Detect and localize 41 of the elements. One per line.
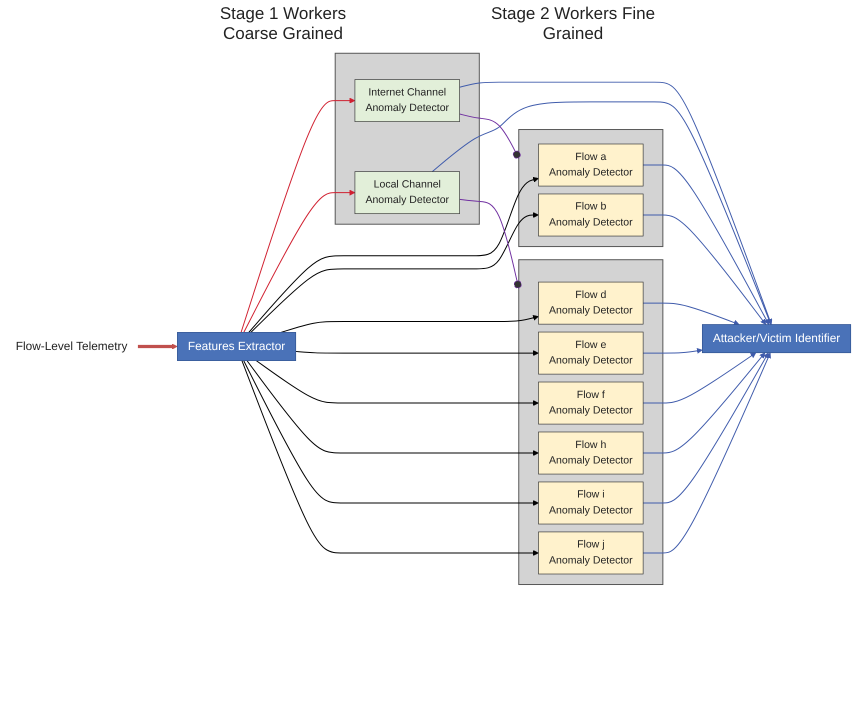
column-heading: Stage 1 Workers Coarse Grained: [218, 4, 348, 44]
arrow: [241, 360, 539, 556]
arrow: [642, 348, 703, 354]
arrow: [642, 352, 769, 504]
arrow: [642, 352, 771, 554]
arrow: [642, 302, 740, 326]
arrow: [642, 352, 766, 454]
column-heading: Stage 2 Workers Fine Grained: [490, 4, 656, 44]
arrow: [642, 214, 766, 325]
node-box: Flow j Anomaly Detector: [538, 532, 644, 574]
node-box: Flow i Anomaly Detector: [538, 482, 644, 524]
arrow: [138, 344, 178, 350]
node-box: Flow d Anomaly Detector: [538, 282, 644, 324]
node-box: Flow e Anomaly Detector: [538, 332, 644, 374]
arrow: [256, 360, 539, 406]
node-box: Flow f Anomaly Detector: [538, 382, 644, 424]
node-box: Features Extractor: [177, 332, 296, 361]
arrow: [246, 360, 539, 456]
connector: [459, 113, 521, 159]
node-box: Attacker/Victim Identifier: [702, 324, 852, 354]
arrow: [459, 82, 772, 325]
cluster: [518, 129, 664, 248]
node-box: Flow h Anomaly Detector: [538, 432, 644, 474]
node-box: Flow b Anomaly Detector: [538, 194, 644, 236]
arrow: [642, 164, 770, 325]
arrow: [280, 314, 539, 333]
arrow: [642, 352, 756, 404]
cluster: [334, 52, 480, 225]
arrow: [243, 360, 539, 506]
arrow: [240, 98, 356, 333]
node-box: Internet Channel Anomaly Detector: [354, 79, 460, 122]
node-text: Flow-Level Telemetry: [16, 340, 128, 353]
arrow: [248, 176, 539, 333]
node-box: Local Channel Anomaly Detector: [354, 171, 460, 214]
node-box: Flow a Anomaly Detector: [538, 144, 644, 186]
cluster: [518, 259, 664, 586]
arrow: [243, 190, 356, 333]
connector: [459, 198, 522, 290]
arrow: [250, 212, 539, 333]
arrow: [432, 101, 772, 325]
arrow: [295, 350, 539, 356]
